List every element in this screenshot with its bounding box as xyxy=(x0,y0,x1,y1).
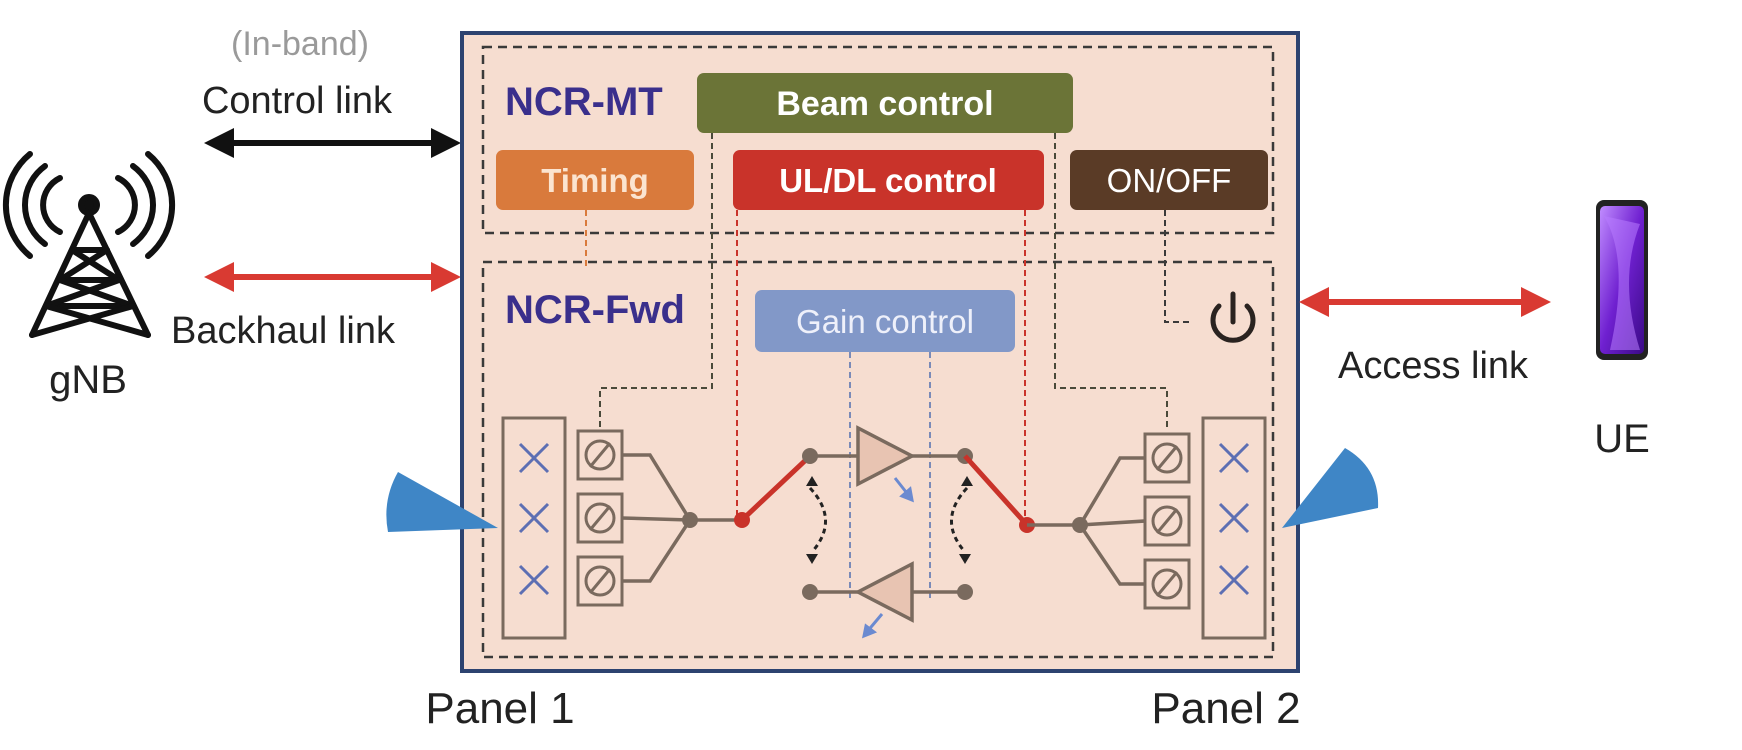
power-icon xyxy=(1210,291,1256,343)
ue-phone-icon xyxy=(1596,200,1648,360)
onoff-label: ON/OFF xyxy=(1107,162,1232,199)
switch-1 xyxy=(740,454,812,522)
uldl-control-block xyxy=(733,150,1044,210)
panel-2-label: Panel 2 xyxy=(1151,684,1300,733)
control-wires xyxy=(585,133,1192,598)
panel-1-phase-shifters xyxy=(576,429,624,607)
control-link-label: Control link xyxy=(202,80,393,122)
panel-2-antenna xyxy=(1201,416,1267,640)
switch-2 xyxy=(963,454,1029,527)
panel-1-beam xyxy=(386,472,498,532)
ue-label: UE xyxy=(1594,417,1650,461)
timing-block xyxy=(496,150,694,210)
panel-2-phase-shifters xyxy=(1143,432,1191,610)
ncr-fwd-region xyxy=(481,260,1275,659)
gain-arrows xyxy=(861,477,914,639)
onoff-block xyxy=(1070,150,1268,210)
gain-control-block xyxy=(755,290,1015,352)
ncr-mt-title: NCR-MT xyxy=(505,80,663,124)
access-link-label: Access link xyxy=(1338,345,1529,387)
backhaul-link-label: Backhaul link xyxy=(171,310,396,352)
panel-2-beam xyxy=(1282,448,1379,528)
panel-1-antenna xyxy=(501,416,567,640)
panel-1-label: Panel 1 xyxy=(425,684,574,733)
gnb-tower-icon xyxy=(2,151,176,338)
ncr-fwd-title: NCR-Fwd xyxy=(505,288,685,332)
amplifiers xyxy=(810,425,965,623)
gnb-label: gNB xyxy=(49,358,127,402)
panel-1-combiner xyxy=(621,453,740,583)
ncr-mt-region xyxy=(481,45,1275,235)
beam-control-label: Beam control xyxy=(776,85,993,123)
toggle-arrow-left xyxy=(808,486,827,553)
inband-note: (In-band) xyxy=(231,25,369,63)
uldl-control-label: UL/DL control xyxy=(779,162,997,199)
gain-control-label: Gain control xyxy=(796,303,974,340)
timing-label: Timing xyxy=(541,162,649,199)
beam-control-block xyxy=(697,73,1073,133)
toggle-arrow-right xyxy=(950,486,969,553)
panel-2-combiner xyxy=(1027,456,1146,586)
